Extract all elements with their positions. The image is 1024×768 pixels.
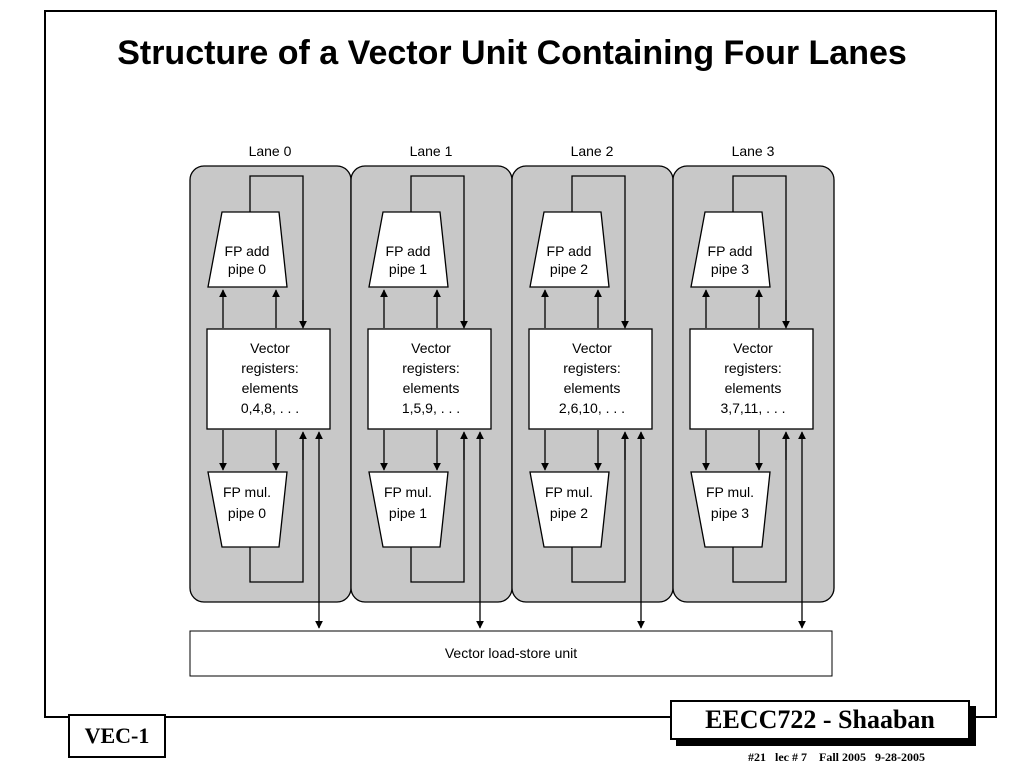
- vector-registers-box: [689, 328, 814, 430]
- vector-registers-label: elements: [242, 380, 299, 396]
- lane-label: Lane 2: [571, 143, 614, 159]
- fp-mul-label: FP mul.: [545, 484, 593, 500]
- lane-0: Lane 0 FP add pipe 0 Vector registers: elemen…: [189, 143, 352, 629]
- vector-registers-label: 0,4,8, . . .: [241, 400, 299, 416]
- fp-mul-pipe: [529, 471, 610, 548]
- course-title: EECC722 - Shaaban: [670, 700, 970, 740]
- add-feedback-path: [249, 175, 304, 326]
- fp-add-pipe-label: pipe 0: [228, 261, 266, 277]
- fp-add-pipe: [690, 211, 771, 288]
- mul-feedback-path: [410, 434, 465, 583]
- fp-mul-pipe: [368, 471, 449, 548]
- vector-registers-label: elements: [403, 380, 460, 396]
- add-feedback-path: [571, 175, 626, 326]
- vector-registers-label: Vector: [250, 340, 290, 356]
- mul-feedback-path: [571, 434, 626, 583]
- slide-title: Structure of a Vector Unit Containing Fo…: [117, 34, 907, 72]
- vector-registers-label: Vector: [572, 340, 612, 356]
- vector-registers-box: [206, 328, 331, 430]
- fp-add-pipe: [529, 211, 610, 288]
- lane-1: Lane 1 FP add pipe 1 Vector registers: elemen…: [350, 143, 513, 629]
- lane-label: Lane 1: [410, 143, 453, 159]
- slide-footer-info: #21 lec # 7 Fall 2005 9-28-2005: [748, 750, 925, 764]
- add-feedback-path: [410, 175, 465, 326]
- vector-registers-label: 3,7,11, . . .: [720, 400, 785, 416]
- vector-registers-label: 1,5,9, . . .: [402, 400, 460, 416]
- lane-2: Lane 2 FP add pipe 2 Vector registers: elemen…: [511, 143, 674, 629]
- vector-registers-label: elements: [725, 380, 782, 396]
- fp-mul-pipe-label: pipe 2: [550, 505, 588, 521]
- vector-registers-label: registers:: [724, 360, 782, 376]
- vector-registers-label: registers:: [402, 360, 460, 376]
- fp-mul-pipe-label: pipe 0: [228, 505, 266, 521]
- mul-feedback-path: [249, 434, 304, 583]
- vector-registers-label: Vector: [411, 340, 451, 356]
- fp-add-label: FP add: [547, 243, 592, 259]
- fp-mul-pipe: [690, 471, 771, 548]
- slide-tag: VEC-1: [68, 714, 166, 758]
- fp-mul-label: FP mul.: [706, 484, 754, 500]
- vector-registers-label: registers:: [563, 360, 621, 376]
- load-store-unit-label: Vector load-store unit: [445, 645, 577, 661]
- fp-add-label: FP add: [225, 243, 270, 259]
- fp-add-pipe-label: pipe 2: [550, 261, 588, 277]
- fp-add-pipe: [207, 211, 288, 288]
- fp-mul-label: FP mul.: [223, 484, 271, 500]
- fp-add-pipe: [368, 211, 449, 288]
- fp-add-label: FP add: [386, 243, 431, 259]
- vector-registers-label: registers:: [241, 360, 299, 376]
- lane-3: Lane 3 FP add pipe 3 Vector registers: elemen…: [672, 143, 835, 629]
- vector-registers-label: Vector: [733, 340, 773, 356]
- mul-feedback-path: [732, 434, 787, 583]
- fp-mul-label: FP mul.: [384, 484, 432, 500]
- lane-label: Lane 3: [732, 143, 775, 159]
- vector-registers-box: [367, 328, 492, 430]
- fp-mul-pipe: [207, 471, 288, 548]
- fp-mul-pipe-label: pipe 1: [389, 505, 427, 521]
- fp-add-pipe-label: pipe 3: [711, 261, 749, 277]
- lane-label: Lane 0: [249, 143, 292, 159]
- add-feedback-path: [732, 175, 787, 326]
- load-store-unit-box: [189, 630, 833, 677]
- vector-registers-label: 2,6,10, . . .: [559, 400, 625, 416]
- fp-add-label: FP add: [708, 243, 753, 259]
- fp-mul-pipe-label: pipe 3: [711, 505, 749, 521]
- vector-registers-label: elements: [564, 380, 621, 396]
- vector-registers-box: [528, 328, 653, 430]
- fp-add-pipe-label: pipe 1: [389, 261, 427, 277]
